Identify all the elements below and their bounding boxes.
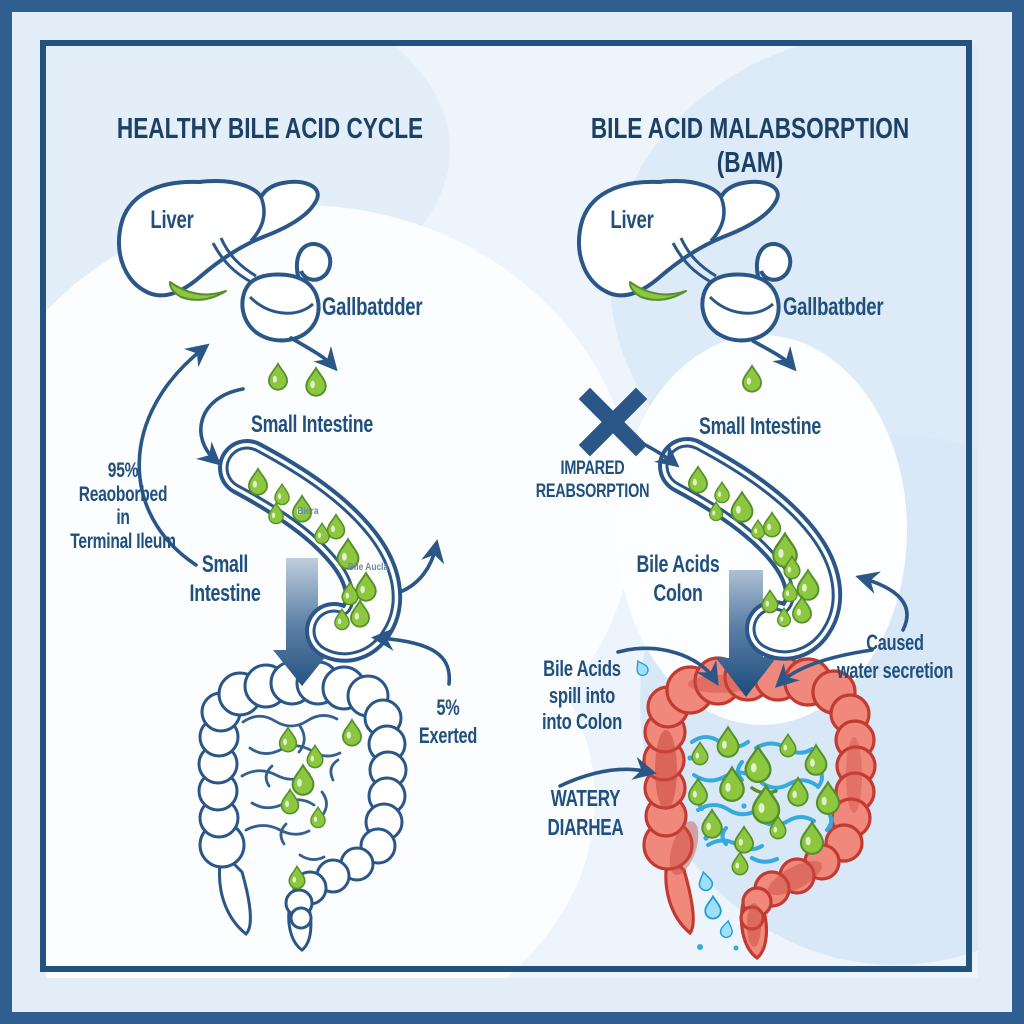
- left-panel-title: HEALTHY BILE ACID CYCLE: [116, 113, 424, 145]
- excreted-line-2: Exerted: [418, 722, 478, 748]
- arrow-reabsorb-up: [398, 539, 445, 594]
- right-panel-title: BILE ACID MALABSORPTION (BAM): [590, 113, 910, 180]
- small-intestine-label-right: Small Intestine: [698, 413, 822, 440]
- impaired-reabsorption-note: IMPARED REABSORPTION: [524, 457, 661, 504]
- small-intestine-side-label: Small Intestine: [166, 551, 284, 609]
- arrow-gallbladder-release-left: [289, 336, 338, 372]
- arrow-water-secretion-up: [855, 571, 909, 632]
- liver-label-right: Liver: [610, 206, 654, 234]
- bile-acids-colon-line-2: Colon: [653, 579, 703, 607]
- spill-into-colon-note: Bile Acids spill into into Colon: [523, 656, 641, 736]
- diarrhea-drips: [696, 870, 739, 951]
- caused-water-line-1: Caused: [866, 630, 924, 655]
- cycle-arrows: [137, 336, 909, 788]
- caused-water-secretion-note: Caused water secretion: [817, 629, 972, 684]
- reabsorbed-line-2: Reaoborbed: [78, 482, 168, 506]
- spill-line-2: spill into: [548, 682, 616, 708]
- spill-line-1: Bile Acids: [543, 656, 621, 681]
- reabsorbed-line-4: Terminal Ileum: [70, 530, 176, 554]
- watery-line-2: DIARHEA: [547, 813, 624, 840]
- liver-label-left: Liver: [150, 206, 194, 234]
- watery-diarrhea-note: WATERY DIARHEA: [524, 784, 646, 842]
- reabsorbed-line-1: 95%: [107, 459, 139, 482]
- arrow-watery-diarrhea: [558, 756, 657, 788]
- arrow-excreted: [370, 627, 452, 686]
- tube-inner-label-1: Biera: [297, 505, 319, 517]
- impaired-line-1: IMPARED: [560, 457, 625, 479]
- impaired-line-2: REABSORPTION: [535, 480, 650, 503]
- bile-acids-colon-note: Bile Acids Colon: [619, 551, 737, 609]
- arrow-spill-to-colon: [616, 646, 719, 686]
- gallbladder-label-left: Gallbatdder: [322, 293, 423, 321]
- arrow-water-to-colon: [774, 648, 874, 688]
- gallbladder-label-right: Gallbatbder: [783, 293, 884, 321]
- arrow-gallbladder-release-right: [751, 339, 797, 372]
- small-intestine-label-left: Small Intestine: [250, 411, 374, 438]
- small-intestine-side-line-1: Small: [201, 551, 249, 578]
- reabsorbed-note: 95% Reaoborbed in Terminal Ileum: [56, 459, 189, 554]
- small-bowel-squiggles-left: [240, 714, 342, 861]
- bile-acids-colon-line-1: Bile Acids: [636, 551, 720, 578]
- spill-line-3: into Colon: [541, 709, 623, 735]
- arrow-into-intestine: [195, 387, 245, 466]
- small-intestine-side-line-2: Intestine: [189, 579, 261, 607]
- excreted-line-1: 5%: [436, 695, 460, 720]
- blocked-x-icon: [578, 387, 648, 457]
- caused-water-line-2: water secretion: [836, 657, 954, 683]
- tube-inner-label-2: Bile Aucla: [347, 561, 389, 573]
- reabsorbed-line-3: in: [116, 506, 130, 530]
- watery-line-1: WATERY: [550, 785, 621, 811]
- left-colon: [197, 660, 408, 952]
- arrow-recycle-to-liver: [137, 343, 210, 567]
- excreted-note: 5% Exerted: [411, 694, 485, 749]
